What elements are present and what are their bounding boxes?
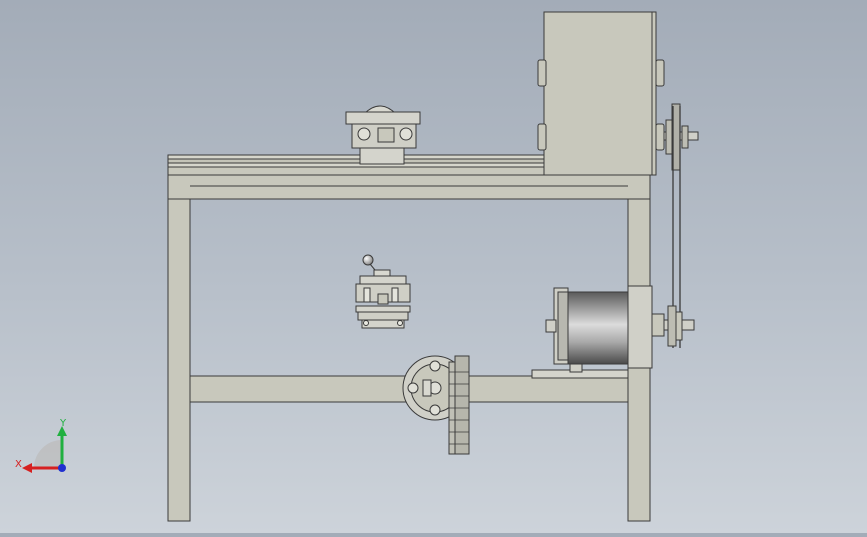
tool-carriage <box>345 105 421 165</box>
tool-post-assembly <box>355 254 411 329</box>
electric-motor <box>531 285 695 379</box>
y-axis-label: Y <box>59 418 67 429</box>
chuck-and-gears <box>402 355 470 455</box>
lathe-bed <box>167 154 545 176</box>
x-axis-label: X <box>15 459 22 470</box>
axis-triad-icon: Y X <box>15 418 67 473</box>
headstock <box>537 11 665 176</box>
headstock-pulley <box>663 103 699 171</box>
